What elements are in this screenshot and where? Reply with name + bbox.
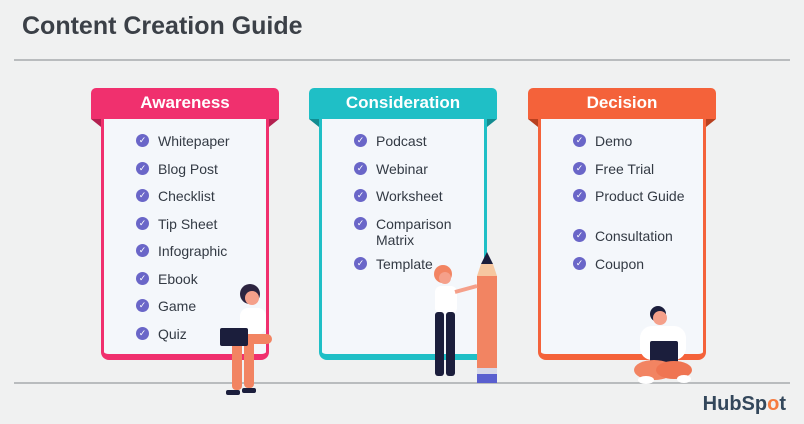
list-item-label: Template <box>376 255 433 272</box>
list-item-label: Product Guide <box>595 188 685 204</box>
list-item: ✓ Coupon <box>573 256 685 284</box>
list-item-label: Tip Sheet <box>158 215 218 232</box>
list-item-label: Coupon <box>595 255 645 272</box>
page-title: Content Creation Guide <box>22 12 303 40</box>
check-icon: ✓ <box>354 189 367 202</box>
check-icon: ✓ <box>354 161 367 175</box>
list-item: ✓ Tip Sheet <box>136 216 230 244</box>
check-icon: ✓ <box>136 271 149 285</box>
check-icon: ✓ <box>136 161 149 175</box>
list-item-label: Whitepaper <box>158 133 230 149</box>
check-icon: ✓ <box>354 256 367 270</box>
list-item-label: Demo <box>595 133 633 149</box>
ribbon-fold <box>706 119 716 127</box>
list-item: ✓ Product Guide <box>573 188 685 228</box>
top-divider <box>14 59 790 61</box>
list-item-label: Checklist <box>158 188 215 204</box>
list-item: ✓ Quiz <box>136 326 230 354</box>
ribbon-fold <box>269 119 279 127</box>
check-icon: ✓ <box>354 216 367 230</box>
consideration-card: ✓ Podcast ✓ Webinar ✓ Worksheet ✓ Comparison Ma… <box>309 88 497 360</box>
list-item: ✓ Demo <box>573 133 685 161</box>
check-icon: ✓ <box>573 229 586 242</box>
card-body: ✓ Demo ✓ Free Trial ✓ Product Guide ✓ Consultat… <box>538 119 706 360</box>
check-icon: ✓ <box>136 299 149 312</box>
floor-divider <box>14 382 790 384</box>
hubspot-logo: HubSpot <box>702 393 786 415</box>
list-item-label: Game <box>158 298 197 314</box>
list-item-label: Blog Post <box>158 160 218 177</box>
list-item: ✓ Webinar <box>354 161 466 189</box>
check-icon: ✓ <box>573 161 586 175</box>
list-item-label: Podcast <box>376 133 427 149</box>
list-item: ✓ Infographic <box>136 243 230 271</box>
list-item: ✓ Comparison Matrix <box>354 216 466 256</box>
man-with-laptop-illustration <box>634 306 692 384</box>
woman-with-pencil-illustration <box>434 252 497 383</box>
decision-list: ✓ Demo ✓ Free Trial ✓ Product Guide ✓ Consultat… <box>573 133 685 283</box>
list-item-label: Ebook <box>158 270 198 287</box>
check-icon: ✓ <box>136 189 149 202</box>
list-item-label: Consultation <box>595 228 673 244</box>
consideration-list: ✓ Podcast ✓ Webinar ✓ Worksheet ✓ Comparison Ma… <box>354 133 466 283</box>
ribbon-fold <box>309 119 319 127</box>
list-item: ✓ Checklist <box>136 188 230 216</box>
list-item: ✓ Whitepaper <box>136 133 230 161</box>
list-item: ✓ Ebook <box>136 271 230 299</box>
check-icon: ✓ <box>573 256 586 270</box>
ribbon-fold <box>91 119 101 127</box>
list-item: ✓ Podcast <box>354 133 466 161</box>
check-icon: ✓ <box>136 216 149 230</box>
awareness-list: ✓ Whitepaper ✓ Blog Post ✓ Checklist ✓ Tip Shee… <box>136 133 230 353</box>
consideration-header: Consideration <box>309 88 497 119</box>
list-item: ✓ Template <box>354 256 466 284</box>
list-item-label: Worksheet <box>376 188 443 204</box>
list-item-label: Quiz <box>158 325 187 342</box>
list-item-label: Free Trial <box>595 160 655 177</box>
check-icon: ✓ <box>354 134 367 147</box>
check-icon: ✓ <box>136 244 149 257</box>
list-item-label: Comparison Matrix <box>376 215 452 248</box>
list-item: ✓ Blog Post <box>136 161 230 189</box>
card-body: ✓ Podcast ✓ Webinar ✓ Worksheet ✓ Comparison Ma… <box>319 119 487 360</box>
woman-with-laptop-illustration <box>220 284 272 395</box>
check-icon: ✓ <box>136 326 149 340</box>
list-item: ✓ Game <box>136 298 230 326</box>
list-item: ✓ Consultation <box>573 228 685 256</box>
check-icon: ✓ <box>573 189 586 202</box>
decision-card: ✓ Demo ✓ Free Trial ✓ Product Guide ✓ Consultat… <box>528 88 716 360</box>
ribbon-fold <box>487 119 497 127</box>
awareness-card: ✓ Whitepaper ✓ Blog Post ✓ Checklist ✓ Tip Shee… <box>91 88 279 360</box>
list-item: ✓ Worksheet <box>354 188 466 216</box>
list-item-label: Webinar <box>376 160 428 177</box>
check-icon: ✓ <box>573 134 586 147</box>
ribbon-fold <box>528 119 538 127</box>
awareness-header: Awareness <box>91 88 279 119</box>
check-icon: ✓ <box>136 134 149 147</box>
list-item-label: Infographic <box>158 243 228 259</box>
decision-header: Decision <box>528 88 716 119</box>
list-item: ✓ Free Trial <box>573 161 685 189</box>
